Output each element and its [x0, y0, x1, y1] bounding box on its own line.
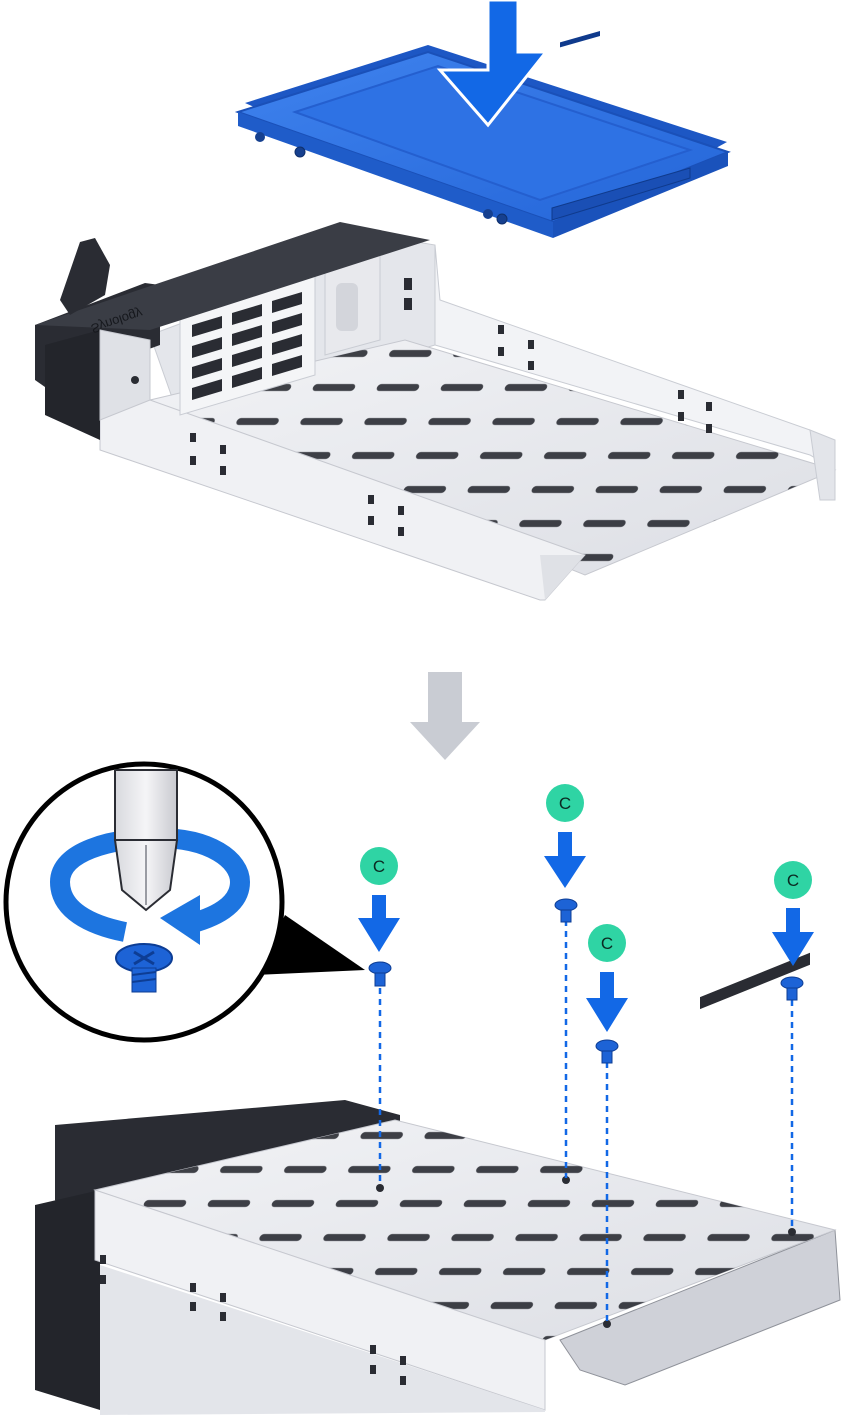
drive-tray-top: Synology: [35, 222, 837, 601]
screw-marker-label: C: [787, 871, 799, 890]
down-arrow-icon: [586, 972, 628, 1032]
screw-marker-badge: [546, 784, 584, 822]
screw-marker-label: C: [601, 934, 613, 953]
screwdriver-icon: [113, 769, 179, 912]
ssd-drive: [234, 30, 731, 238]
screw-group-3: C: [586, 924, 628, 1064]
down-arrow-icon: [358, 895, 400, 952]
screw-marker-label: C: [373, 857, 385, 876]
down-arrow-icon: [544, 832, 586, 888]
screw-icon: [115, 943, 173, 993]
screw-icon: [595, 1039, 619, 1064]
screw-group-2: C: [544, 784, 586, 923]
screw-icon: [368, 961, 392, 987]
screw-group-1: C: [358, 847, 400, 987]
down-arrow-icon: [436, 0, 550, 128]
down-arrow-icon: [772, 908, 814, 966]
screw-group-4: C: [772, 861, 814, 1001]
screw-marker-badge: [360, 847, 398, 885]
screw-icon: [554, 898, 578, 923]
screwdriver-callout: [3, 761, 365, 1043]
screw-marker-label: C: [559, 794, 571, 813]
step-arrow-icon: [410, 672, 480, 760]
screw-marker-badge: [774, 861, 812, 899]
screw-marker-badge: [588, 924, 626, 962]
screw-icon: [780, 976, 804, 1001]
screw-guide-lines: [378, 920, 794, 1322]
